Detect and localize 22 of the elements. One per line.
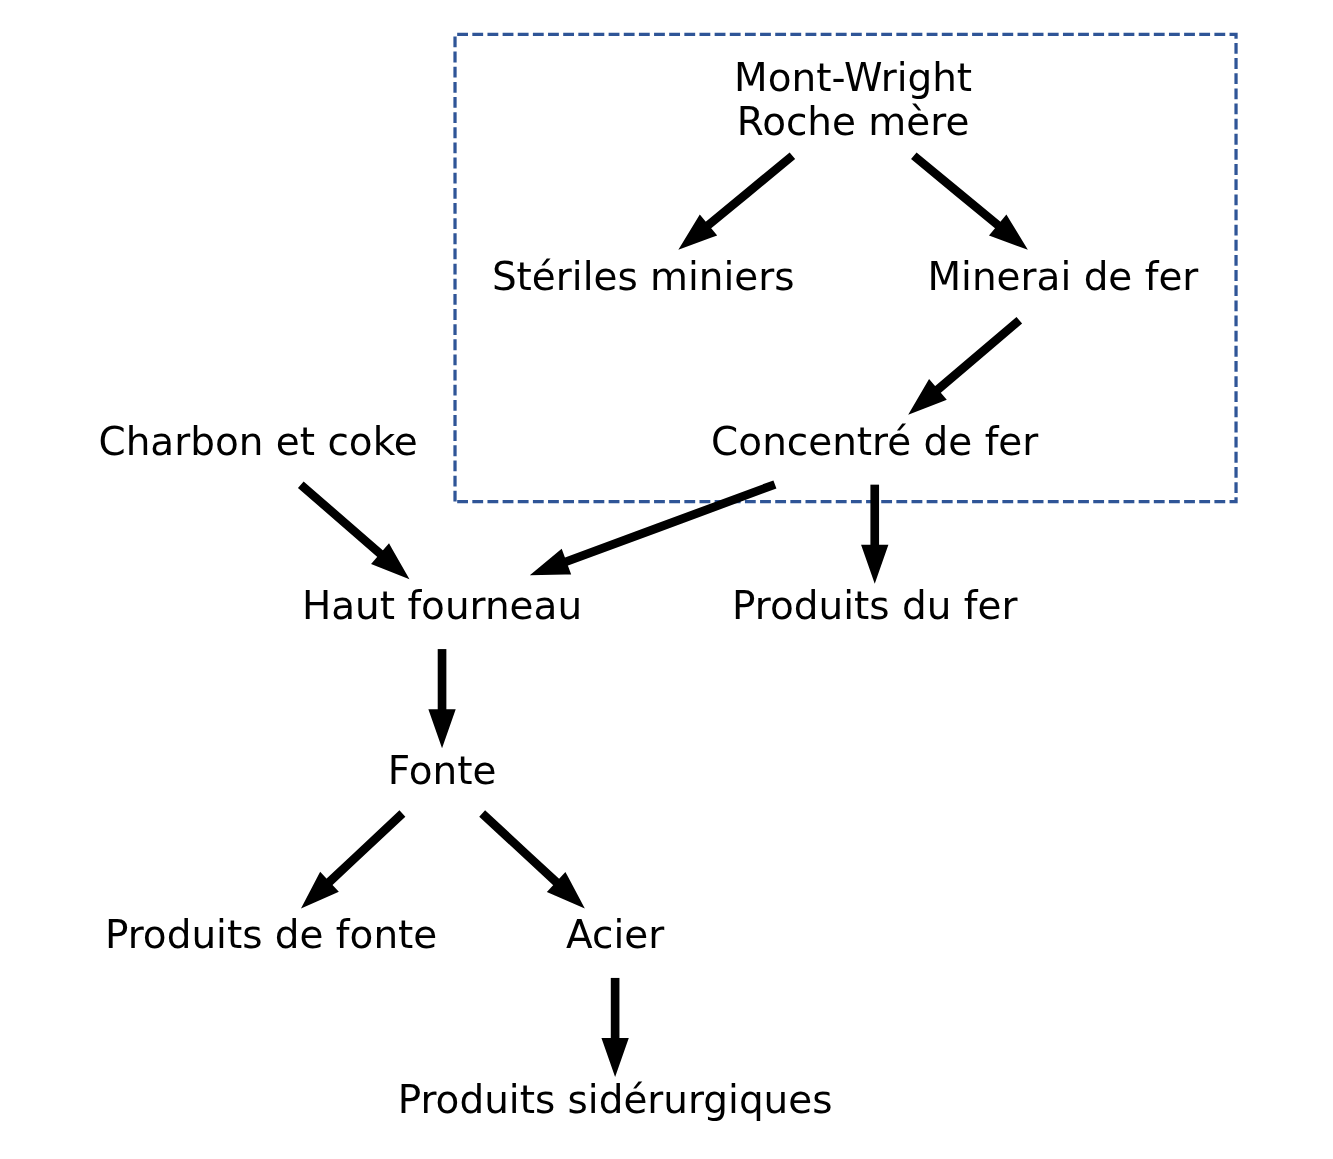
node-text: Mont-Wright Roche mère	[734, 55, 973, 144]
arrow	[911, 152, 1028, 250]
arrow	[301, 810, 406, 909]
node-text: Concentré de fer	[711, 418, 1039, 464]
arrow	[861, 484, 889, 584]
arrow	[297, 481, 410, 580]
cluster	[453, 32, 1238, 504]
node-text: Produits sidérurgiques	[397, 1076, 833, 1122]
arrow	[601, 977, 629, 1078]
node-text: Produits de fonte	[104, 912, 438, 958]
arrow	[529, 480, 777, 576]
arrow	[908, 316, 1023, 415]
node-text: Charbon et coke	[98, 418, 418, 464]
node-text: Fonte	[387, 747, 497, 793]
node-text: Produits du fer	[732, 583, 1018, 629]
node-text: Haut fourneau	[301, 583, 583, 629]
node-text: Stériles miniers	[491, 254, 795, 300]
arrow	[479, 810, 585, 909]
arrow	[428, 649, 456, 749]
node-text: Minerai de fer	[927, 254, 1199, 300]
node-text: Acier	[566, 912, 665, 958]
arrow	[678, 152, 796, 250]
